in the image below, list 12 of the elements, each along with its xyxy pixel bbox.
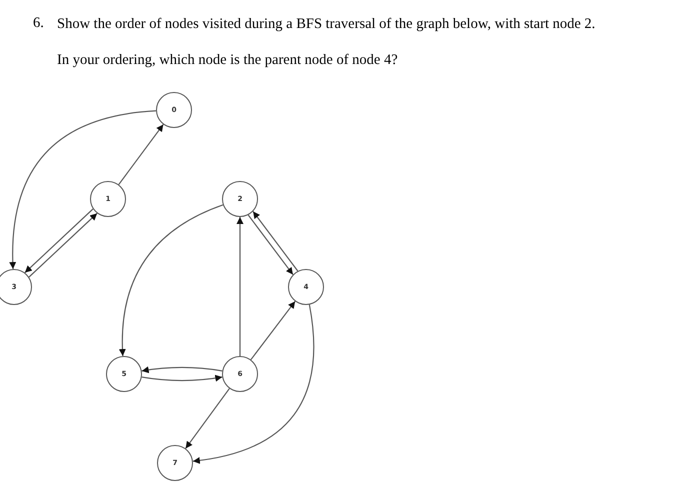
arrow bbox=[192, 304, 314, 464]
question-text: In your ordering, which node is the parent node of node 4? bbox=[57, 51, 399, 69]
arrow bbox=[236, 217, 244, 356]
arrow bbox=[142, 366, 222, 374]
arrow bbox=[250, 301, 296, 360]
arrow bbox=[118, 124, 164, 185]
question-number: 6. bbox=[33, 15, 44, 32]
arrow bbox=[185, 388, 230, 449]
arrow bbox=[9, 110, 156, 270]
question-text: Show the order of nodes visited during a BFS traversal of the graph below, with start node 2. bbox=[57, 15, 596, 33]
arrow bbox=[142, 374, 222, 382]
arrow bbox=[119, 204, 224, 356]
